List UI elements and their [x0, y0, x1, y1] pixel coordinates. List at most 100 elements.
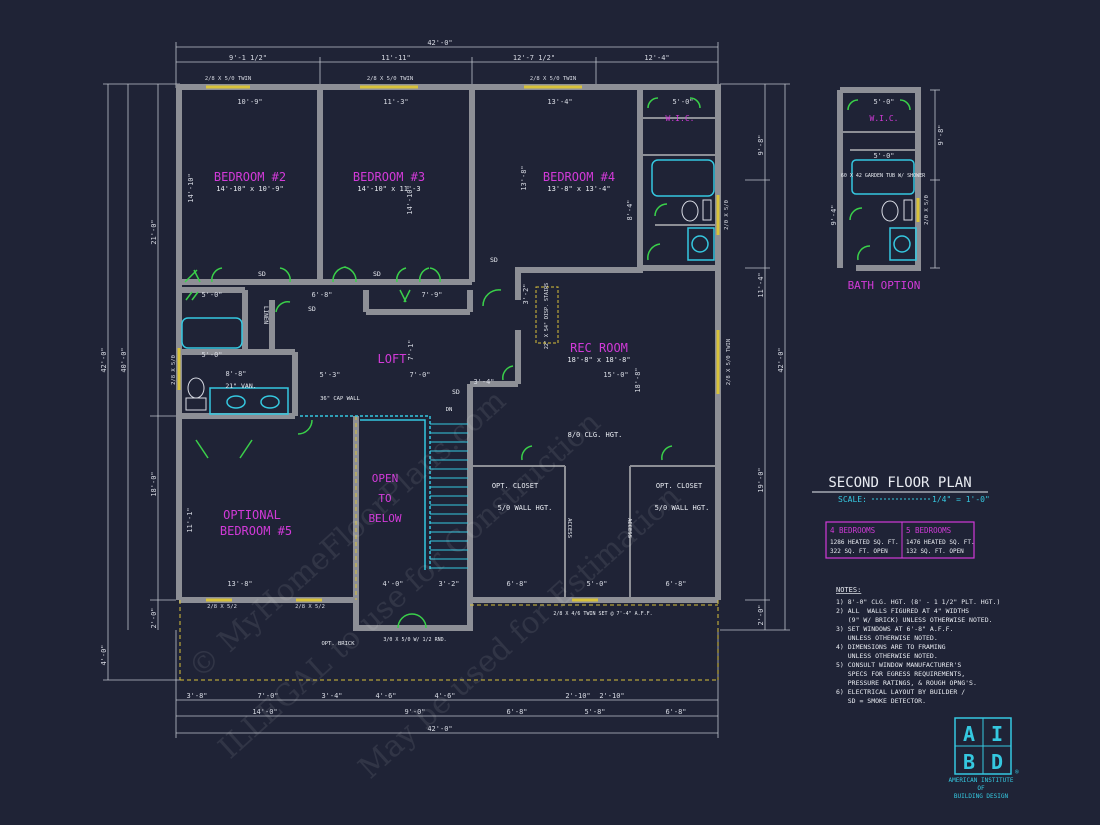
window-label: 2/8 X 5/0 TWIN [726, 339, 732, 385]
dim-interior: 11'-3" [383, 98, 408, 106]
dim-right-seg: 11'-4" [757, 272, 765, 297]
room-label-rec-room: REC ROOM [570, 341, 628, 355]
note-line: 6) ELECTRICAL LAYOUT BY BUILDER / [836, 688, 965, 696]
dim-bottom-seg: 3'-8" [186, 692, 207, 700]
dim-top-seg: 12'-4" [644, 54, 669, 62]
dim-interior: 10'-9" [237, 98, 262, 106]
logo-letter: D [991, 750, 1003, 774]
dim-bottom-seg: 14'-0" [252, 708, 277, 716]
room-label-loft: LOFT [378, 352, 407, 366]
room-labels: BEDROOM #2 14'-10" x 10'-9" BEDROOM #3 1… [214, 114, 710, 647]
room-size-bedroom3: 14'-10" x 11'-3 [357, 185, 420, 193]
dim-interior: 3'-4" [473, 378, 494, 386]
dim-top-seg: 12'-7 1/2" [513, 54, 555, 62]
room-label-optional-line1: OPTIONAL [223, 508, 281, 522]
dim-interior: 5'-0" [586, 580, 607, 588]
window-labels: 2/8 X 5/0 TWIN 2/8 X 5/0 TWIN 2/8 X 5/0 … [171, 76, 732, 610]
window-label: 2/8 X 5/0 TWIN [530, 76, 576, 82]
dim-interior: 18'-8" [634, 367, 642, 392]
cap-wall-label: 36" CAP WALL [320, 396, 360, 402]
bath-option-dim-bottom: 9'-4" [830, 204, 838, 225]
notes-title: NOTES: [836, 586, 861, 594]
stairs-dn-label: DN [446, 407, 453, 413]
dim-left-seg: 21'-0" [150, 219, 158, 244]
low-window-label: 2/8 X 4/6 TWIN SET @ 7'-4" A.F.F. [553, 611, 652, 617]
abd-logo: A I B D ® AMERICAN INSTITUTE OF BUILDING… [948, 717, 1019, 800]
note-line: SPECS FOR EGRESS REQUIREMENTS, [836, 670, 965, 678]
round-window-label: 3/0 X 5/0 W/ 1/2 RND. [383, 637, 446, 643]
window-label: 2/8 X 5/0 TWIN [205, 76, 251, 82]
scale-value: 1/4" = 1'-0" [932, 495, 990, 504]
dim-left-overall: 42'-0" [100, 347, 108, 372]
area-col2-row1: 1476 HEATED SQ. FT. [906, 539, 975, 546]
area-col2-header: 5 BEDROOMS [906, 526, 952, 535]
dim-interior: 15'-0" [603, 371, 628, 379]
area-table: 4 BEDROOMS 1286 HEATED SQ. FT. 322 SQ. F… [825, 521, 975, 559]
logo-reg: ® [1015, 769, 1019, 776]
dim-right-seg: 2'-0" [757, 604, 765, 625]
bath-option-tub: 60 X 42 GARDEN TUB W/ SHOWER [841, 173, 926, 179]
bath-option-dim-top: 9'-8" [937, 124, 945, 145]
area-col2-row2: 132 SQ. FT. OPEN [906, 548, 964, 555]
dim-interior: 8'-8" [225, 370, 246, 378]
access-label: ACCESS [566, 518, 572, 538]
dim-bottom-seg: 3'-4" [321, 692, 342, 700]
room-size-bedroom2: 14'-10" x 10'-9" [216, 185, 283, 193]
logo-letter: A [963, 722, 975, 746]
dim-interior: 14'-10" [187, 173, 195, 203]
notes: NOTES: 1) 8'-0" CLG. HGT. (8' - 1 1/2" P… [836, 586, 1000, 705]
closet-wall-1: 5/0 WALL HGT. [498, 504, 553, 512]
dim-bottom-seg: 2'-10" [599, 692, 624, 700]
plan-title-block: SECOND FLOOR PLAN SCALE: 1/4" = 1'-0" [812, 475, 990, 504]
dim-right-seg: 19'-0" [757, 467, 765, 492]
dim-interior: 13'-8" [227, 580, 252, 588]
dim-interior: 6'-8" [311, 291, 332, 299]
plan-title: SECOND FLOOR PLAN [828, 475, 971, 491]
logo-letter: B [963, 750, 975, 774]
room-label-linen: LINEN [262, 306, 269, 324]
dim-interior: 7'-1" [407, 339, 415, 360]
dim-top-overall: 42'-0" [427, 39, 452, 47]
doors [184, 97, 701, 629]
dim-interior: 8'-4" [626, 199, 634, 220]
dim-interior: 6'-8" [665, 580, 686, 588]
room-size-rec-room: 18'-8" x 18'-8" [567, 356, 630, 364]
logo-name: OF [977, 785, 985, 792]
vanity-label: 21" VAN. [225, 382, 256, 390]
note-line: PRESSURE RATINGS, & ROUGH OPNG'S. [836, 679, 977, 687]
area-col1-header: 4 BEDROOMS [830, 526, 876, 535]
logo-letter: I [991, 722, 1003, 746]
dim-bottom-seg: 4'-6" [434, 692, 455, 700]
dimension-texts: 42'-0" 9'-1 1/2" 11'-11" 12'-7 1/2" 12'-… [100, 39, 785, 733]
bath-option-wic: W.I.C. [870, 114, 899, 123]
bath-option-window: 2/0 X 5/0 [924, 195, 930, 225]
watermark: © MyHomeFloorPlans.com ILLEGAL to use fo… [182, 383, 688, 786]
attic-stairs-label: 22" X 54" DISP. STAIRS [544, 283, 550, 349]
logo-name: BUILDING DESIGN [954, 793, 1009, 800]
dim-bottom-seg: 6'-8" [665, 708, 686, 716]
dim-interior: 5'-0" [201, 291, 222, 299]
dim-interior: 7'-9" [421, 291, 442, 299]
dim-interior: 13'-4" [547, 98, 572, 106]
dim-bottom-seg: 9'-0" [404, 708, 425, 716]
dim-top-seg: 11'-11" [381, 54, 411, 62]
dim-interior: 5'-0" [672, 98, 693, 106]
logo-name: AMERICAN INSTITUTE [948, 777, 1013, 784]
dim-bottom-seg: 4'-6" [375, 692, 396, 700]
opt-brick-label: OPT. BRICK [321, 641, 355, 647]
note-line: 1) 8'-0" CLG. HGT. (8' - 1 1/2" PLT. HGT… [836, 598, 1000, 606]
sd-label: SD [258, 270, 266, 278]
window-label: 2/0 X 5/0 [724, 200, 730, 230]
interior-dims: 10'-9" 11'-3" 13'-4" 5'-0" 14'-10" 14'-1… [186, 98, 694, 588]
scale-label: SCALE: [838, 495, 867, 504]
closet-label-1: OPT. CLOSET [492, 482, 539, 490]
open-to-below-line3: BELOW [368, 512, 401, 525]
note-line: 2) ALL WALLS FIGURED AT 4" WIDTHS [836, 607, 969, 615]
bath-option-wic-w: 5'-0" [873, 98, 894, 106]
dim-left-seg: 2'-0" [150, 607, 158, 628]
bath-option: W.I.C. 5'-0" 5'-0" 60 X 42 GARDEN TUB W/… [830, 87, 945, 292]
room-label-bedroom4: BEDROOM #4 [543, 170, 615, 184]
room-label-wic: W.I.C. [666, 114, 695, 123]
sd-label: SD [490, 256, 498, 264]
dim-interior: 11'-1" [186, 507, 194, 532]
